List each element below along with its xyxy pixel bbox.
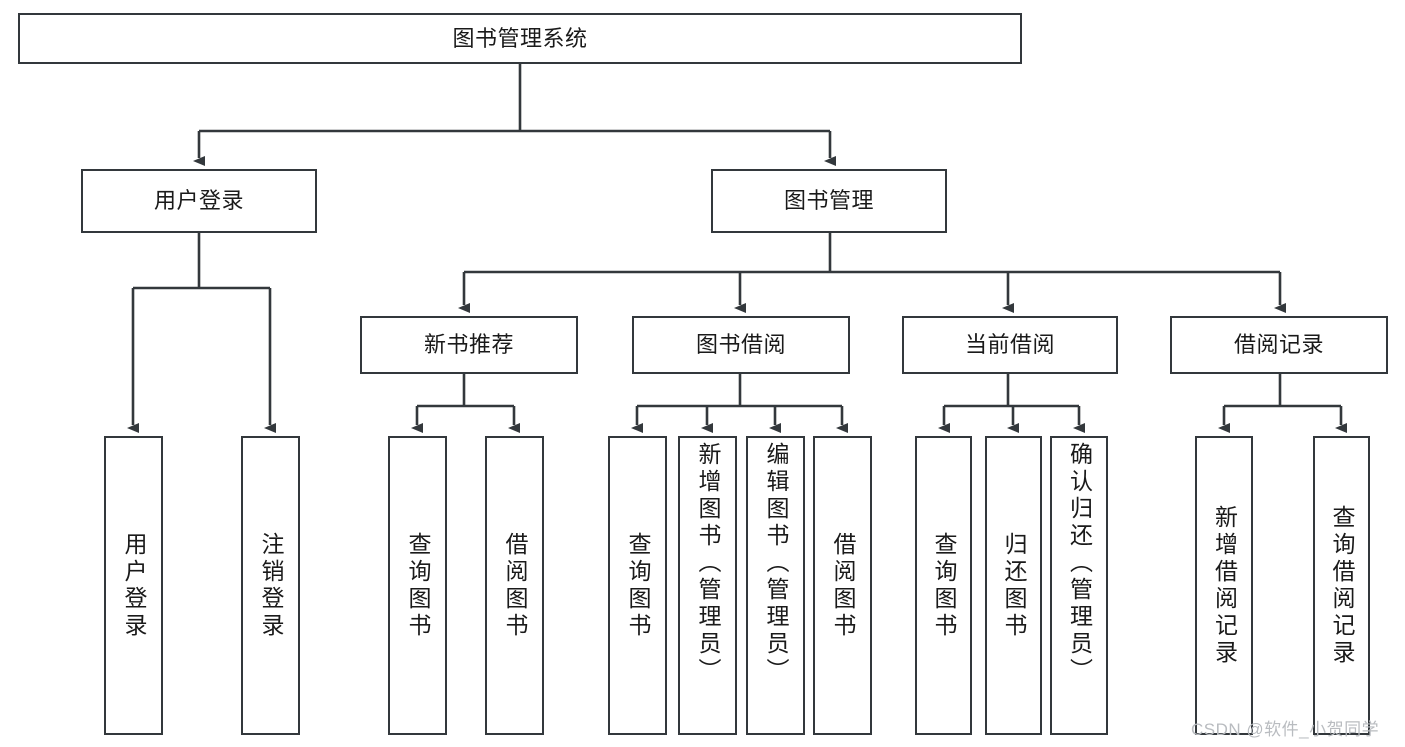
node-current-borrow[interactable]: 当前借阅	[902, 316, 1118, 374]
node-label: 当前借阅	[964, 332, 1055, 358]
node-root-system[interactable]: 图书管理系统	[18, 13, 1022, 64]
node-label: 借阅记录	[1233, 332, 1324, 358]
node-label: 确认归还（管理员）	[1066, 442, 1093, 685]
node-label: 图书借阅	[695, 332, 786, 358]
node-label: 新增图书（管理员）	[695, 442, 721, 685]
node-label: 查询图书	[931, 531, 957, 640]
node-book-borrow[interactable]: 图书借阅	[632, 316, 850, 374]
node-label: 图书管理	[783, 188, 874, 214]
node-new-book-recommend[interactable]: 新书推荐	[360, 316, 578, 374]
node-leaf-return-book[interactable]: 归还图书	[985, 436, 1042, 735]
node-label: 借阅图书	[502, 531, 528, 640]
node-book-management[interactable]: 图书管理	[711, 169, 947, 233]
node-label: 注销登录	[258, 531, 284, 640]
node-label: 用户登录	[153, 188, 244, 214]
node-leaf-query-book-2[interactable]: 查询图书	[608, 436, 667, 735]
node-label: 查询图书	[625, 531, 651, 640]
node-leaf-query-book-1[interactable]: 查询图书	[388, 436, 447, 735]
node-leaf-user-login[interactable]: 用户登录	[104, 436, 163, 735]
node-label: 查询借阅记录	[1329, 504, 1355, 667]
node-label: 用户登录	[121, 531, 147, 640]
node-borrow-record[interactable]: 借阅记录	[1170, 316, 1388, 374]
node-leaf-edit-book[interactable]: 编辑图书（管理员）	[746, 436, 805, 735]
watermark-text: CSDN @软件_小贺同学	[1191, 720, 1380, 739]
node-leaf-add-book[interactable]: 新增图书（管理员）	[678, 436, 737, 735]
node-label: 编辑图书（管理员）	[763, 442, 789, 685]
node-user-login[interactable]: 用户登录	[81, 169, 317, 233]
node-label: 图书管理系统	[452, 25, 588, 51]
node-leaf-borrow-book-1[interactable]: 借阅图书	[485, 436, 544, 735]
node-label: 归还图书	[1001, 531, 1027, 640]
node-leaf-confirm-return[interactable]: 确认归还（管理员）	[1050, 436, 1108, 735]
node-leaf-logout-login[interactable]: 注销登录	[241, 436, 300, 735]
node-label: 新书推荐	[423, 332, 514, 358]
node-leaf-query-borrow-record[interactable]: 查询借阅记录	[1313, 436, 1370, 735]
node-leaf-add-borrow-record[interactable]: 新增借阅记录	[1195, 436, 1253, 735]
node-label: 新增借阅记录	[1211, 504, 1238, 667]
node-label: 借阅图书	[830, 531, 856, 640]
node-leaf-query-book-3[interactable]: 查询图书	[915, 436, 972, 735]
node-label: 查询图书	[405, 531, 431, 640]
node-leaf-borrow-book-2[interactable]: 借阅图书	[813, 436, 872, 735]
